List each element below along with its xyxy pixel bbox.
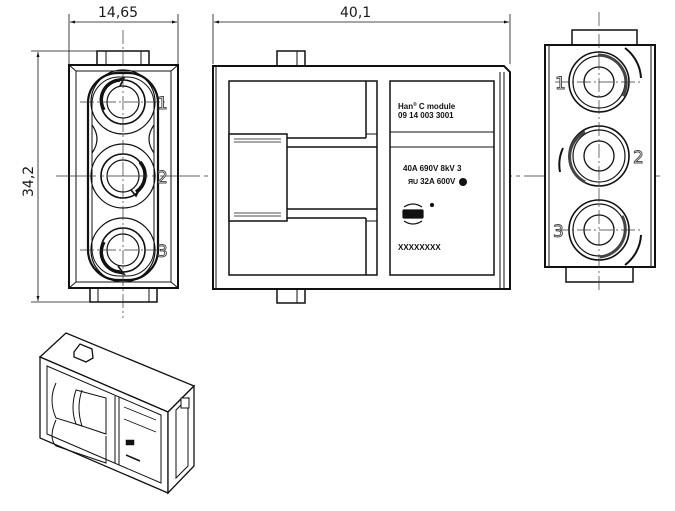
label-rating-1: 40A 690V 8kV 3 — [403, 164, 462, 173]
label-brand: Han®C module — [398, 101, 456, 111]
rear-contact-number-2: 2 — [633, 148, 644, 168]
csa-mark-icon — [459, 178, 467, 186]
rear-view — [544, 12, 656, 290]
dimension-height-label: 34,2 — [21, 166, 37, 197]
isometric-view — [38, 332, 196, 495]
dimension-height — [31, 50, 100, 303]
dimension-width-label: 14,65 — [98, 5, 138, 21]
dimension-length-label: 40,1 — [340, 5, 371, 21]
harting-logo-icon — [402, 202, 435, 225]
label-code: XXXXXXXX — [398, 243, 441, 252]
label-part-number: 09 14 003 3001 — [398, 111, 454, 120]
rear-contact-number-3: 3 — [553, 222, 564, 242]
iso-logo-icon — [125, 439, 135, 446]
front-contact-number-1: 1 — [157, 94, 168, 114]
dimension-length — [212, 14, 511, 64]
front-contact-number-3: 3 — [157, 242, 168, 262]
product-label: Han®C module 09 14 003 3001 40A 690V 8kV… — [398, 101, 467, 252]
front-view — [31, 14, 179, 318]
rear-contact-number-1: 1 — [555, 74, 566, 94]
front-contact-number-2: 2 — [157, 168, 168, 188]
side-view — [212, 14, 511, 304]
dimension-width — [68, 14, 179, 64]
